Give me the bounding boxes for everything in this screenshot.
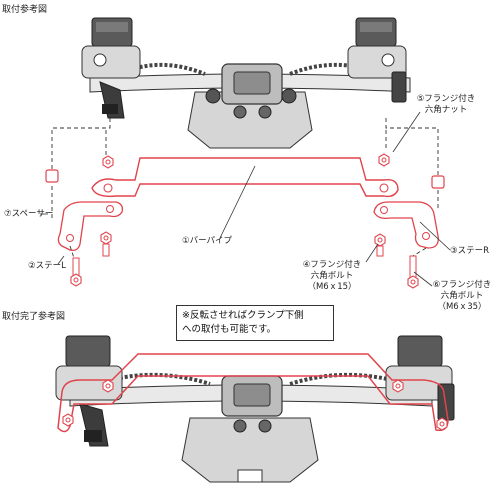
callout-stay-l: ②ステーL: [28, 261, 66, 271]
callout-bolt-m6x15: ④フランジ付き 六角ボルト （M6ｘ15）: [294, 260, 370, 293]
callout-flange-nut-line2: 六角ナット: [424, 105, 468, 115]
note-box: ※反転させればクランプ下側 への取付も可能です。: [176, 305, 334, 341]
bar-pipe-part: [91, 157, 399, 198]
spacer-right: [431, 175, 445, 189]
callout-bolt-m6x35-line3: （M6ｘ35）: [437, 302, 487, 312]
bolt-m6x35-right: [407, 255, 419, 289]
top-guide-lines: [51, 118, 439, 220]
bottom-steering-stem: [181, 417, 319, 483]
callout-bolt-m6x35-line1: ⑥フランジ付き: [432, 280, 492, 290]
callout-bolt-m6x15-line2: 六角ボルト: [310, 271, 354, 281]
top-handlebar-assembly: [81, 17, 411, 149]
top-left-master-cylinder: [81, 17, 141, 119]
note-line1: ※反転させればクランプ下側: [182, 310, 304, 321]
flange-nut-left: [102, 155, 114, 169]
stay-l-part: [57, 201, 124, 252]
callout-stay-r: ③ステーR: [450, 246, 490, 256]
callout-spacer: ⑦スペーサー: [4, 209, 54, 219]
top-steering-stem: [187, 91, 313, 149]
callout-bolt-m6x35-line2: 六角ボルト: [440, 291, 484, 301]
section-title-top: 取付参考図: [2, 5, 48, 15]
callout-flange-nut-line1: ⑤フランジ付き: [416, 94, 476, 104]
note-line2: への取付も可能です。: [182, 324, 277, 335]
top-left-cable: [129, 62, 206, 76]
bottom-handlebar-assembly: [55, 335, 455, 483]
callout-bolt-m6x35: ⑥フランジ付き 六角ボルト （M6ｘ35）: [424, 280, 500, 313]
spacer-left: [45, 169, 59, 183]
flange-nut-right: [378, 153, 390, 167]
callout-bolt-m6x15-line3: （M6ｘ15）: [307, 282, 357, 292]
bolt-m6x35-left: [70, 257, 82, 287]
callout-flange-nut: ⑤フランジ付き 六角ナット: [394, 94, 498, 116]
top-right-master-cylinder: [347, 17, 407, 103]
top-right-cable: [289, 62, 371, 76]
bolt-m6x15-right: [374, 233, 386, 257]
callout-bar-pipe: ①バーパイプ: [182, 236, 233, 246]
bolt-m6x15-left: [100, 231, 112, 257]
section-title-bottom: 取付完了参考図: [2, 312, 66, 322]
installed-bar-pipe: [57, 353, 449, 433]
callout-bolt-m6x15-line1: ④フランジ付き: [302, 260, 362, 270]
callout-leaders: [40, 111, 451, 287]
